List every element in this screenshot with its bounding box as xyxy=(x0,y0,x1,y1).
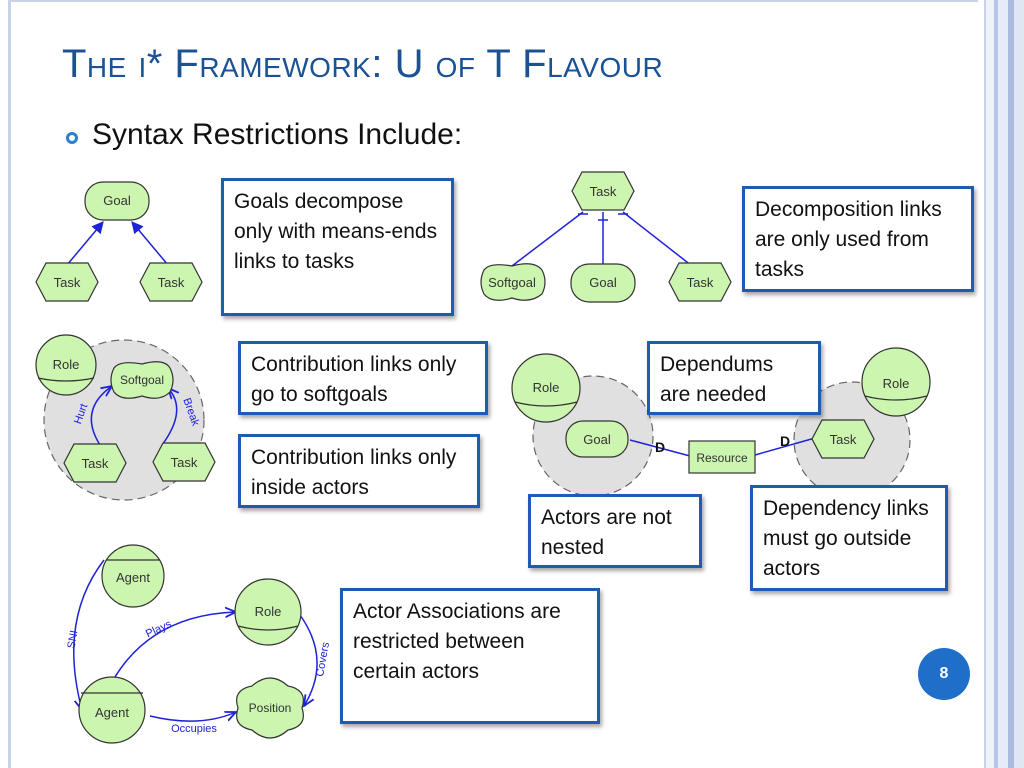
resource-node xyxy=(688,440,756,474)
slide-frame-top xyxy=(8,0,980,2)
dependency-link xyxy=(754,437,816,456)
task-node xyxy=(63,443,127,483)
softgoal-label: Softgoal xyxy=(488,275,536,290)
agent-label: Agent xyxy=(95,705,129,720)
position-node xyxy=(236,677,304,739)
goal-label: Goal xyxy=(103,193,131,208)
role-label: Role xyxy=(255,604,282,619)
goal-node xyxy=(565,420,629,458)
role-label: Role xyxy=(53,357,80,372)
task-label: Task xyxy=(158,275,185,290)
sni-label: SNI xyxy=(66,629,81,649)
plays-label: Plays xyxy=(144,618,174,640)
task-node xyxy=(571,171,635,211)
diagram-goal-means-ends: Goal Task Task xyxy=(35,181,203,302)
slide-subtitle: Syntax Restrictions Include: xyxy=(92,118,463,151)
softgoal-node xyxy=(110,361,174,399)
slide-frame-left xyxy=(8,0,11,768)
role-label: Role xyxy=(883,376,910,391)
position-label: Position xyxy=(249,701,292,715)
note-actor-associations: Actor Associations are restricted betwee… xyxy=(340,588,600,724)
slide-frame-right xyxy=(978,0,1024,768)
diagram-task-decomposition: Task Softgoal Goal Task xyxy=(480,171,732,303)
resource-label: Resource xyxy=(696,451,748,465)
task-label: Task xyxy=(687,275,714,290)
diagram-dependency: D D Role Goal Resource Task Role xyxy=(511,347,931,499)
decomposition-link xyxy=(511,211,584,267)
note-decomposition-links: Decomposition links are only used from t… xyxy=(742,186,974,292)
goal-node xyxy=(570,263,636,303)
page-number-badge: 8 xyxy=(918,648,970,700)
task-node xyxy=(668,262,732,302)
task-node xyxy=(139,262,203,302)
covers-label: Covers xyxy=(314,641,332,678)
slide-title: The i* Framework: U of T Flavour xyxy=(62,42,664,86)
occupies-label: Occupies xyxy=(171,723,217,735)
dependency-d-label: D xyxy=(780,433,790,449)
goal-label: Goal xyxy=(589,275,617,290)
note-goals-decompose: Goals decompose only with means-ends lin… xyxy=(221,178,454,316)
means-end-link xyxy=(131,221,169,266)
task-label: Task xyxy=(54,275,81,290)
diagram-contribution-links: Hurt Break Role Softgoal Task Task xyxy=(35,334,216,501)
task-node xyxy=(35,262,99,302)
note-contribution-softgoals: Contribution links only go to softgoals xyxy=(238,341,488,415)
task-node xyxy=(152,442,216,482)
occupies-link xyxy=(149,712,236,722)
goal-node xyxy=(84,181,150,221)
plays-link xyxy=(111,612,236,683)
role-label: Role xyxy=(533,380,560,395)
covers-link xyxy=(299,614,318,706)
hurt-link xyxy=(90,386,112,446)
dependency-link xyxy=(629,439,691,457)
agent-label: Agent xyxy=(116,570,150,585)
note-actors-not-nested: Actors are not nested xyxy=(528,494,702,568)
task-label: Task xyxy=(830,432,857,447)
diagram-actor-associations: SNI Plays Covers Occupies Agent Role Age… xyxy=(66,544,332,744)
task-label: Task xyxy=(171,455,198,470)
task-label: Task xyxy=(82,456,109,471)
break-link xyxy=(161,388,177,446)
note-contribution-inside: Contribution links only inside actors xyxy=(238,434,480,508)
means-end-link xyxy=(66,221,104,266)
note-dependums: Dependums are needed xyxy=(647,341,821,415)
bullet-icon xyxy=(66,132,78,144)
note-dependency-links: Dependency links must go outside actors xyxy=(750,485,948,591)
decomposition-link xyxy=(622,211,693,267)
goal-label: Goal xyxy=(583,432,611,447)
softgoal-label: Softgoal xyxy=(120,373,164,387)
task-node xyxy=(811,419,875,459)
dependency-d-label: D xyxy=(655,439,665,455)
sni-link xyxy=(73,559,105,710)
softgoal-node xyxy=(480,263,546,301)
task-label: Task xyxy=(590,184,617,199)
